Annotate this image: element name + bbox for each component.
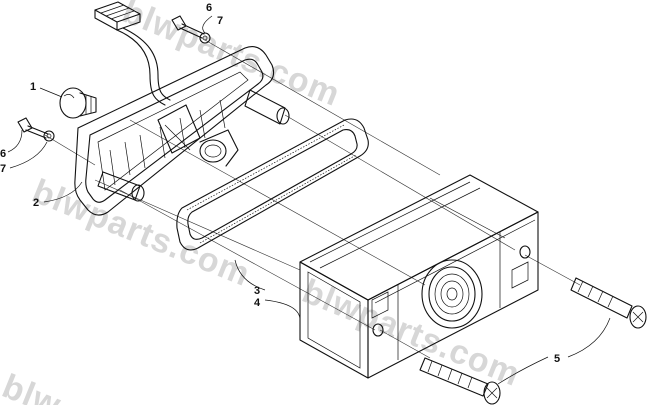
watermark-corner: blw xyxy=(0,367,67,405)
callout-6-top: 6 xyxy=(206,2,212,14)
watermark: blwparts.com blwparts.com blwparts.com b… xyxy=(0,0,526,405)
long-screw-upper xyxy=(570,277,647,329)
watermark-bottom: blwparts.com xyxy=(297,272,526,394)
leader-lines xyxy=(7,15,611,385)
bulb-part-1 xyxy=(59,87,97,119)
callout-3: 3 xyxy=(254,285,260,297)
callout-2: 2 xyxy=(33,197,39,209)
screw-washer-left xyxy=(17,117,55,142)
lens-assembly-part-4 xyxy=(299,174,539,379)
callout-4: 4 xyxy=(254,297,261,309)
watermark-top: blwparts.com xyxy=(117,0,346,114)
gasket-part-3 xyxy=(176,118,369,251)
callout-5: 5 xyxy=(554,353,560,365)
screw-washer-top xyxy=(171,15,211,44)
callouts: 1 2 3 4 5 6 7 6 7 xyxy=(0,2,560,365)
long-screw-lower xyxy=(419,357,501,405)
housing-part-2 xyxy=(74,46,290,216)
watermark-middle: blwparts.com xyxy=(27,172,256,294)
wire-harness xyxy=(94,1,171,106)
callout-7-left: 7 xyxy=(0,163,6,175)
callout-1: 1 xyxy=(30,81,36,93)
callout-7-top: 7 xyxy=(217,15,223,27)
callout-6-left: 6 xyxy=(0,148,6,160)
